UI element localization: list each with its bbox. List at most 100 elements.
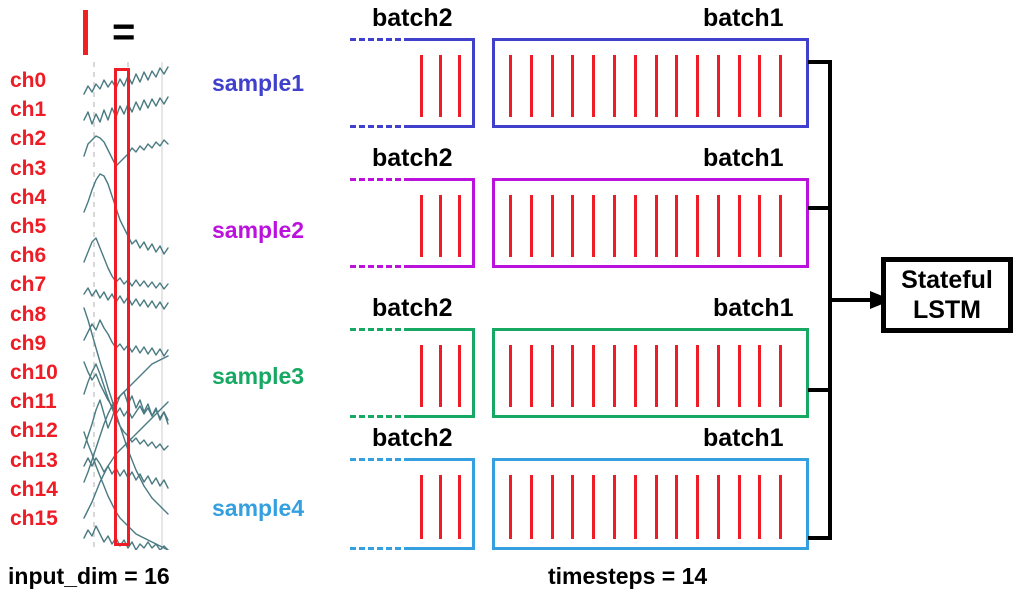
stateful-lstm-box: Stateful LSTM — [881, 257, 1013, 333]
batch2-dashed-continuation — [350, 328, 410, 418]
channel-label: ch5 — [10, 215, 47, 238]
timestep-tick — [458, 195, 461, 257]
timestep-tick — [779, 195, 783, 257]
timestep-tick — [439, 55, 442, 117]
batch2-dashed-continuation — [350, 178, 410, 268]
timestep-tick — [696, 345, 700, 407]
timestep-tick — [716, 475, 720, 539]
timestep-tick — [529, 475, 533, 539]
timestep-tick — [592, 55, 596, 117]
input-dim-label: input_dim = 16 — [8, 563, 170, 589]
timestep-tick — [675, 195, 679, 257]
timestep-tick — [420, 475, 423, 539]
batch2-box — [410, 328, 475, 418]
batch1-box — [492, 328, 809, 418]
timestep-tick — [420, 195, 423, 257]
sample-label-4: sample4 — [212, 495, 305, 521]
channel-label: ch4 — [10, 185, 47, 209]
channel-label: ch9 — [10, 331, 47, 355]
timestep-tick — [737, 195, 741, 257]
timestep-tick — [654, 55, 658, 117]
channel-label: ch11 — [10, 390, 57, 414]
timestep-tick — [420, 55, 423, 117]
channel-label: ch12 — [10, 419, 58, 443]
timestep-tick — [420, 345, 423, 407]
timestep-tick — [529, 55, 533, 117]
timestep-tick — [439, 475, 442, 539]
timestep-tick — [758, 55, 762, 117]
batch1-box — [492, 458, 809, 550]
legend-red-bar-icon — [83, 10, 88, 55]
lstm-line-2: LSTM — [912, 296, 982, 324]
channel-label: ch6 — [10, 244, 47, 268]
timestep-tick — [550, 475, 554, 539]
timestep-tick — [758, 475, 762, 539]
timestep-tick — [675, 345, 679, 407]
timestep-tick — [612, 55, 616, 117]
batch1-label: batch1 — [703, 4, 784, 32]
timestep-tick — [737, 345, 741, 407]
batch1-label: batch1 — [713, 294, 794, 322]
channel-label: ch14 — [10, 477, 58, 501]
timestep-tick — [779, 345, 783, 407]
timestep-tick — [550, 55, 554, 117]
timestep-tick — [737, 475, 741, 539]
timestep-tick — [633, 345, 637, 407]
batch1-box — [492, 178, 809, 268]
timestep-tick — [633, 475, 637, 539]
channel-label: ch7 — [10, 273, 47, 297]
timestep-tick — [550, 345, 554, 407]
timestep-tick — [612, 345, 616, 407]
channel-label: ch3 — [10, 156, 47, 180]
timestep-tick — [509, 345, 512, 407]
timestep-tick — [592, 195, 596, 257]
channel-label: ch0 — [10, 69, 47, 92]
timestep-tick — [458, 475, 461, 539]
timestep-tick — [654, 195, 658, 257]
lstm-line-1: Stateful — [901, 266, 993, 294]
batch2-label: batch2 — [372, 294, 453, 322]
timestep-tick — [571, 55, 575, 117]
batch1-label: batch1 — [703, 144, 784, 172]
timestep-tick — [458, 55, 461, 117]
batch1-box — [492, 38, 809, 128]
legend-equals-sign: = — [112, 10, 136, 54]
timestep-tick — [439, 345, 442, 407]
timestep-tick — [571, 195, 575, 257]
batch2-box — [410, 458, 475, 550]
batch2-dashed-continuation — [350, 38, 410, 128]
timestep-tick — [716, 55, 720, 117]
batch2-label: batch2 — [372, 424, 453, 452]
timestep-tick — [716, 195, 720, 257]
timestep-tick — [612, 195, 616, 257]
timestep-tick — [675, 475, 679, 539]
timestep-tick — [758, 195, 762, 257]
timestep-tick — [779, 475, 783, 539]
sample-label-2: sample2 — [212, 217, 305, 243]
channel-label: ch1 — [10, 98, 47, 122]
timestep-tick — [571, 475, 575, 539]
channel-label: ch15 — [10, 507, 58, 530]
timestep-tick — [696, 55, 700, 117]
timestep-tick — [592, 345, 596, 407]
channel-label: ch10 — [10, 361, 58, 384]
timestep-tick — [612, 475, 616, 539]
batch2-label: batch2 — [372, 4, 453, 32]
timestep-tick — [716, 345, 720, 407]
timestep-tick — [779, 55, 783, 117]
batch2-dashed-continuation — [350, 458, 410, 550]
timestep-tick — [529, 345, 533, 407]
timestep-tick — [592, 475, 596, 539]
timestep-tick — [439, 195, 442, 257]
timestep-tick — [509, 55, 512, 117]
timestep-tick — [633, 195, 637, 257]
timestep-tick — [458, 345, 461, 407]
channel-label: ch2 — [10, 127, 47, 151]
batch2-box — [410, 178, 475, 268]
timestep-tick — [509, 195, 512, 257]
timestep-tick — [654, 345, 658, 407]
timestep-tick — [737, 55, 741, 117]
timestep-tick — [758, 345, 762, 407]
timesteps-label: timesteps = 14 — [548, 563, 708, 589]
